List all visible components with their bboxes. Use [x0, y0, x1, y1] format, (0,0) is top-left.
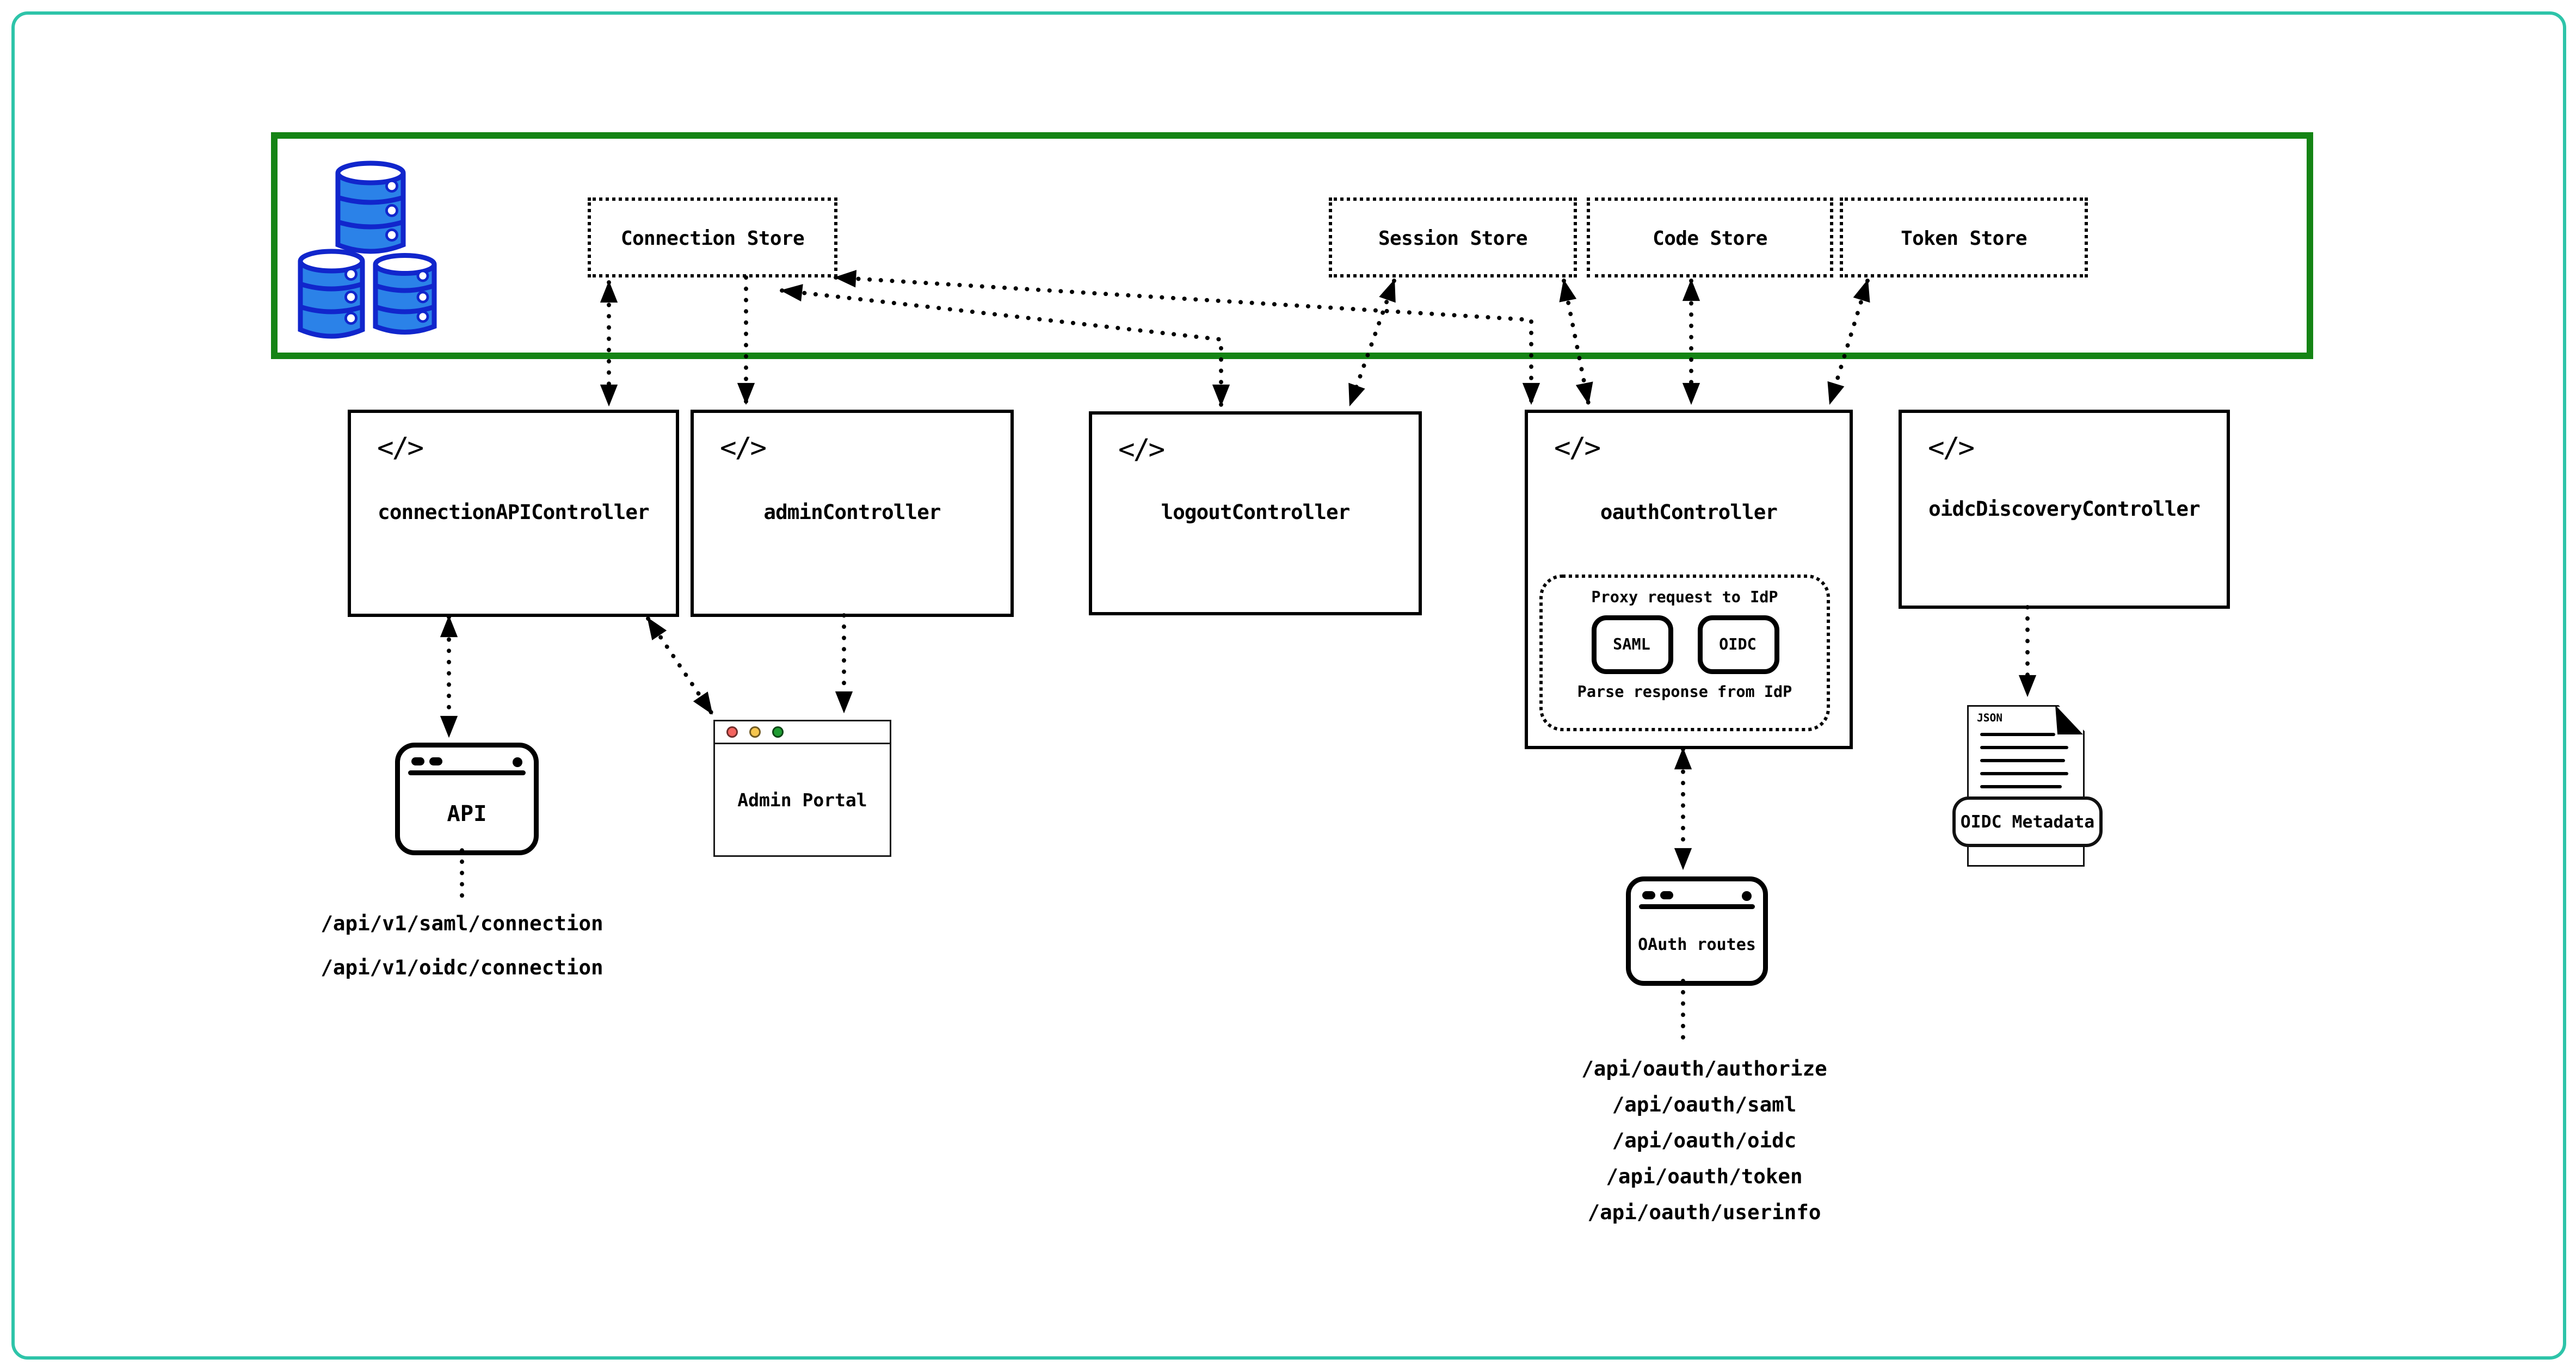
outer-frame — [11, 11, 2566, 1360]
controller-label: connectionAPIController — [378, 499, 650, 524]
store-box-code: Code Store — [1587, 197, 1833, 277]
browser-chrome — [400, 748, 534, 775]
text-line — [1980, 772, 2068, 775]
endpoint-text: /api/oauth/token — [1606, 1164, 1803, 1188]
json-file-type-label: JSON — [1977, 712, 2002, 725]
controller-label: oidcDiscoveryController — [1928, 496, 2201, 521]
controller-connection-api: </> connectionAPIController — [348, 410, 679, 617]
browser-dot-icon — [1660, 891, 1673, 899]
code-icon: </> — [1554, 433, 1601, 465]
store-label: Token Store — [1901, 226, 2027, 249]
minimize-dot-icon — [749, 725, 761, 738]
controller-oauth: </> oauthController Proxy request to IdP… — [1525, 410, 1853, 749]
text-line — [1980, 785, 2062, 788]
oidc-protocol-box: OIDC — [1697, 615, 1779, 674]
api-window-icon: API — [395, 743, 539, 855]
idp-parse-label: Parse response from IdP — [1577, 684, 1792, 702]
browser-dot-icon — [513, 756, 522, 767]
code-icon: </> — [1118, 434, 1165, 467]
browser-divider — [408, 770, 526, 775]
text-line — [1980, 733, 2055, 736]
browser-dot-icon — [429, 757, 442, 765]
browser-divider — [1639, 904, 1755, 909]
code-icon: </> — [377, 433, 424, 465]
store-label: Code Store — [1653, 226, 1767, 249]
saml-label: SAML — [1613, 635, 1650, 654]
code-icon: </> — [720, 433, 767, 465]
endpoint-text: /api/oauth/saml — [1612, 1092, 1797, 1116]
browser-dot-icon — [1742, 890, 1752, 900]
oidc-metadata-label-band: OIDC Metadata — [1952, 796, 2103, 847]
saml-protocol-box: SAML — [1591, 615, 1673, 674]
database-icon — [298, 160, 437, 339]
text-line — [1980, 759, 2065, 762]
controller-logout: </> logoutController — [1089, 411, 1422, 615]
controller-oidc-discovery: </> oidcDiscoveryController — [1899, 410, 2230, 609]
browser-chrome — [1631, 881, 1763, 909]
oauth-routes-icon: OAuth routes — [1626, 876, 1768, 986]
text-line — [1980, 746, 2068, 749]
api-endpoint-list: /api/v1/saml/connection /api/v1/oidc/con… — [299, 901, 625, 989]
endpoint-text: /api/oauth/oidc — [1612, 1128, 1797, 1152]
store-box-token: Token Store — [1840, 197, 2088, 277]
browser-dot-icon — [1642, 891, 1655, 899]
store-box-session: Session Store — [1329, 197, 1577, 277]
controller-admin: </> adminController — [691, 410, 1014, 617]
close-dot-icon — [726, 725, 738, 738]
endpoint-text: /api/oauth/userinfo — [1587, 1200, 1821, 1224]
browser-dot-icon — [411, 757, 424, 765]
endpoint-text: /api/v1/saml/connection — [321, 911, 603, 935]
endpoint-text: /api/oauth/authorize — [1581, 1056, 1827, 1080]
controller-label: logoutController — [1161, 499, 1351, 524]
idp-proxy-panel: Proxy request to IdP SAML OIDC Parse res… — [1539, 575, 1830, 731]
oidc-metadata-label: OIDC Metadata — [1960, 812, 2095, 832]
idp-proxy-label: Proxy request to IdP — [1591, 589, 1778, 607]
store-label: Session Store — [1378, 226, 1528, 249]
controller-label: oauthController — [1600, 499, 1778, 524]
admin-portal-label: Admin Portal — [737, 789, 867, 811]
oidc-label: OIDC — [1719, 635, 1757, 654]
store-label: Connection Store — [620, 226, 805, 249]
store-box-connection: Connection Store — [588, 197, 837, 277]
oauth-routes-label: OAuth routes — [1638, 937, 1756, 955]
api-window-label: API — [447, 800, 487, 827]
maximize-dot-icon — [772, 725, 784, 738]
admin-portal-window: Admin Portal — [713, 720, 891, 857]
oidc-metadata-document: JSON OIDC Metadata — [1952, 702, 2103, 901]
endpoint-text: /api/v1/oidc/connection — [321, 955, 603, 979]
oauth-endpoint-list: /api/oauth/authorize /api/oauth/saml /ap… — [1541, 1051, 1868, 1231]
code-icon: </> — [1928, 433, 1975, 465]
portal-titlebar — [715, 721, 890, 744]
controller-label: adminController — [763, 499, 941, 524]
